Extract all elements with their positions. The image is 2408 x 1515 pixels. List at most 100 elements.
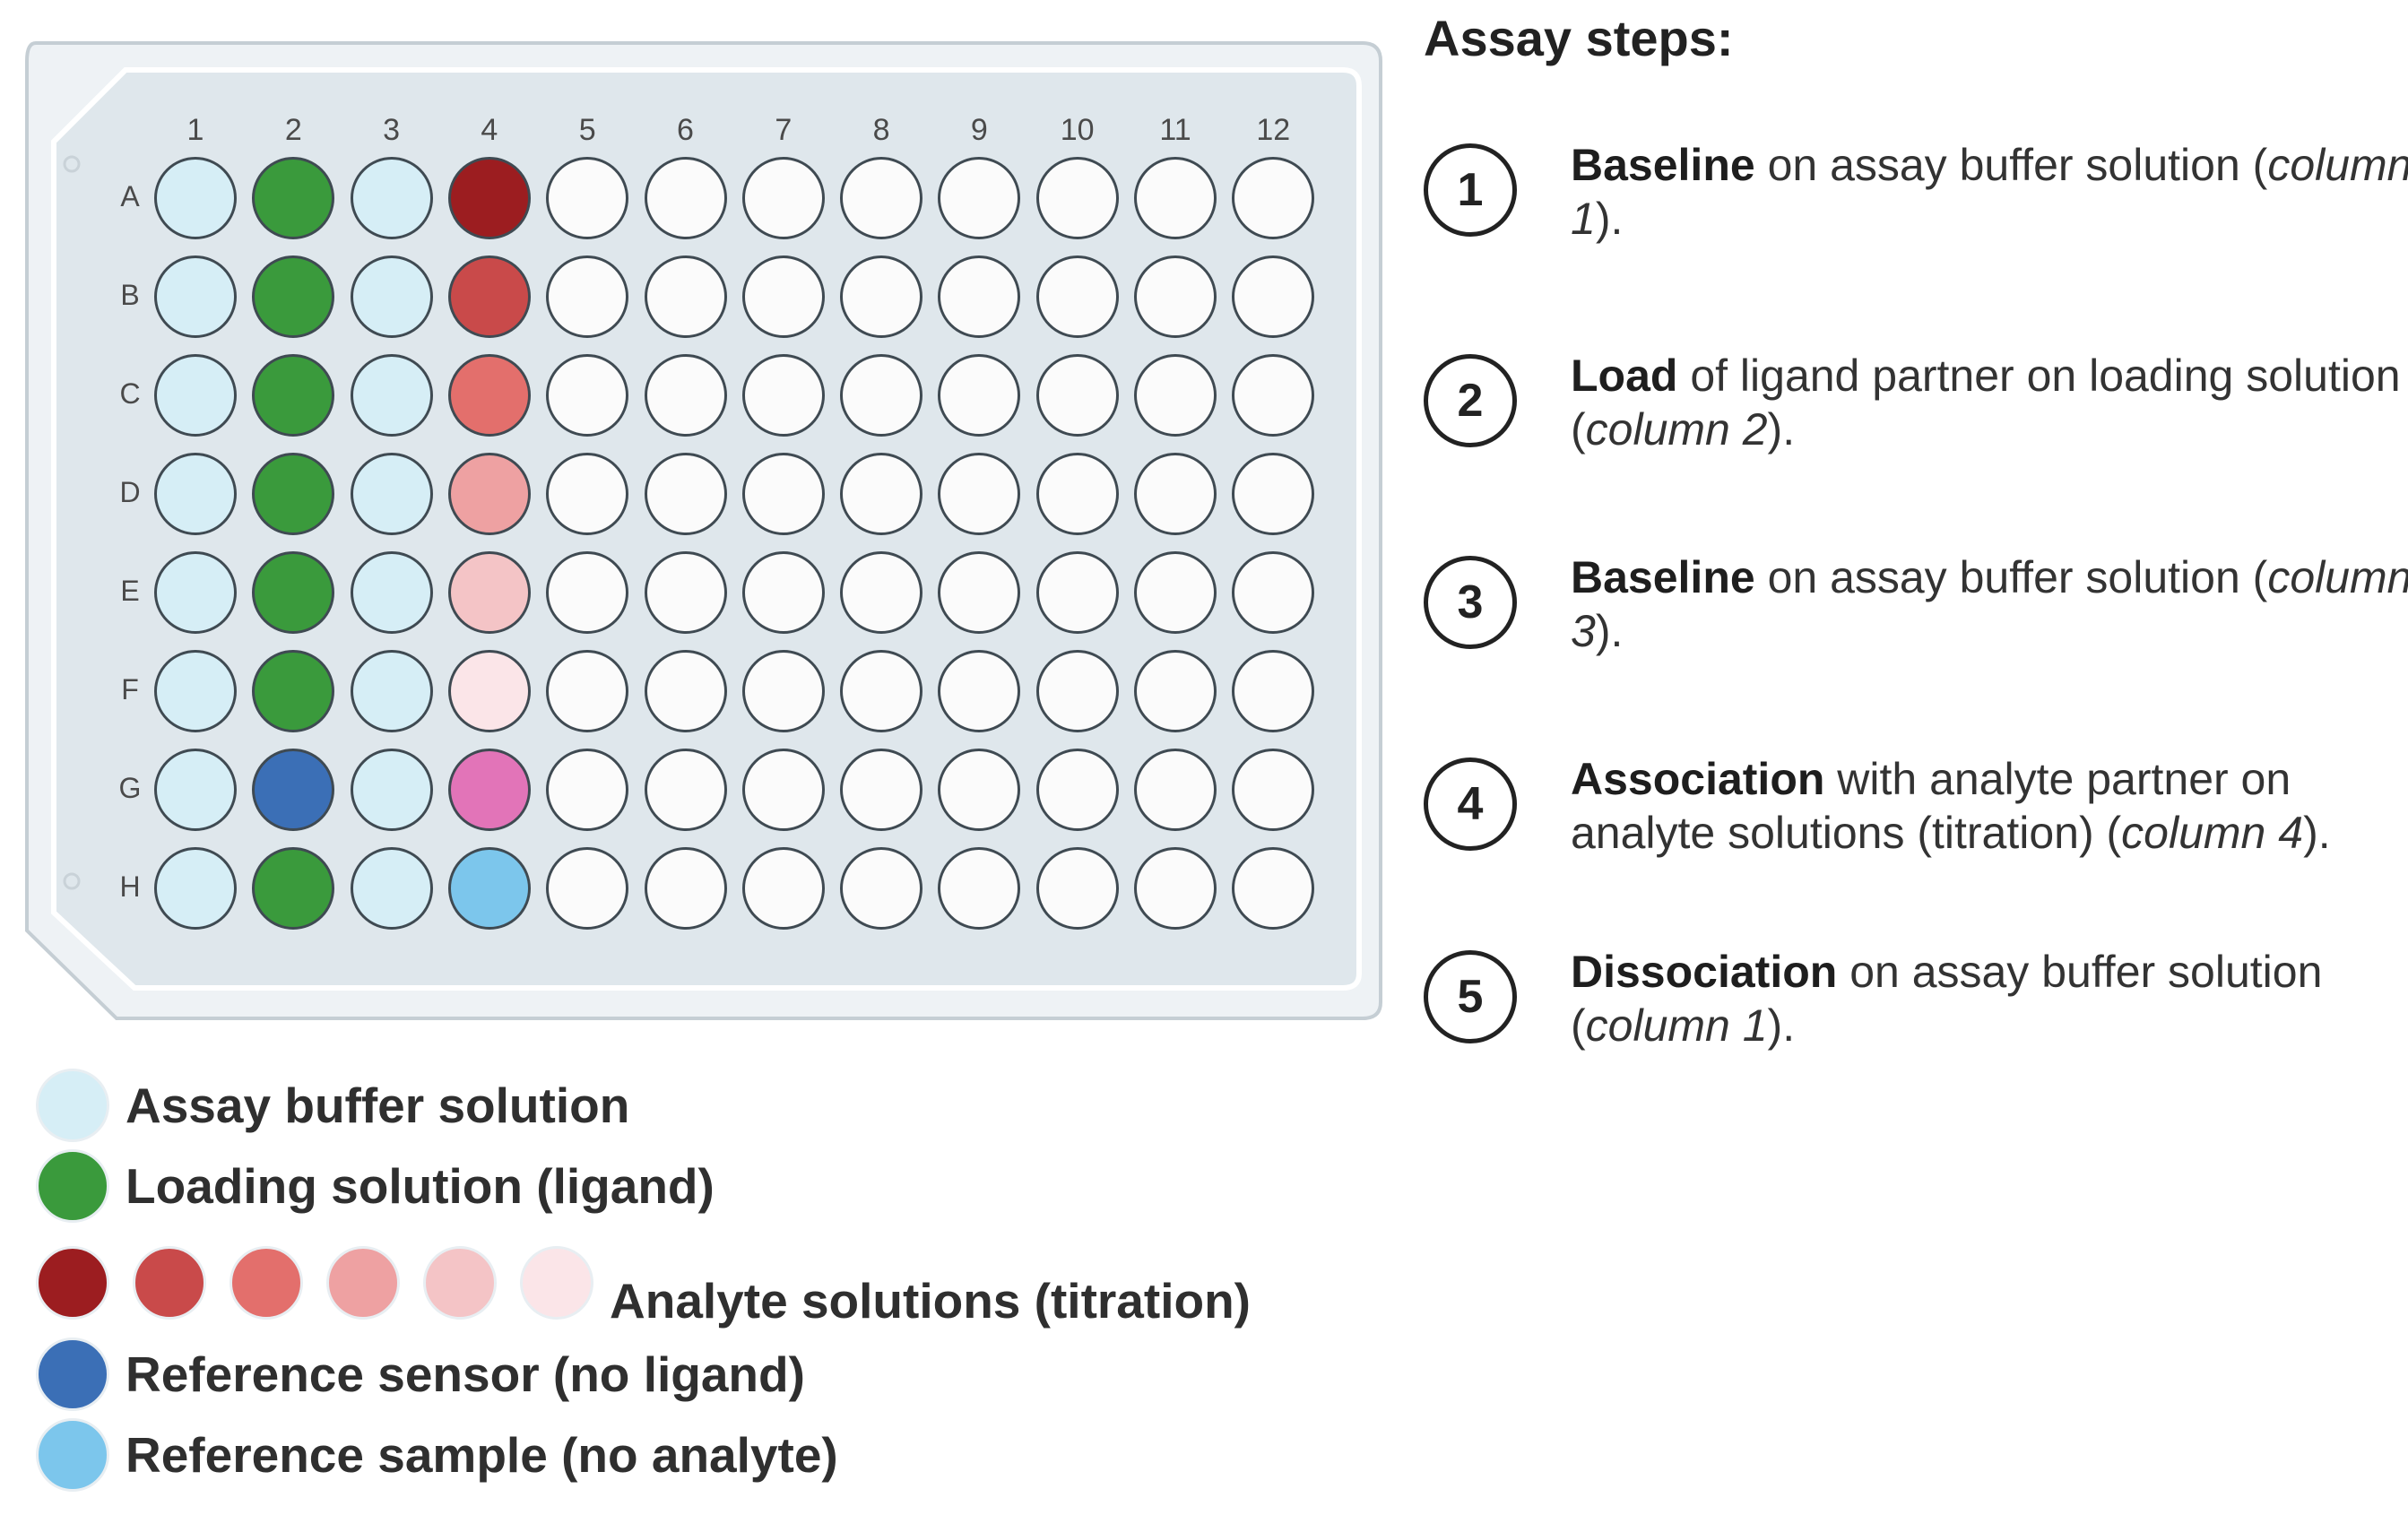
legend-loading: Loading solution (ligand) — [36, 1149, 715, 1230]
column-label: 4 — [481, 113, 498, 147]
well-C7 — [741, 354, 825, 437]
buffer-swatch — [36, 1069, 109, 1142]
well-D10 — [1035, 453, 1119, 535]
well-B1 — [154, 255, 237, 338]
legend-analyte-label: Analyte solutions (titration) — [610, 1273, 1251, 1329]
well-E4 — [447, 551, 531, 634]
well-B4 — [447, 255, 531, 338]
well-H7 — [741, 847, 825, 930]
step-end: ). — [1767, 1000, 1796, 1051]
well-A9 — [938, 157, 1021, 239]
well-G5 — [546, 749, 629, 831]
well-C6 — [644, 354, 727, 437]
step-column-ref: column 3 — [1571, 552, 2408, 656]
well-D2 — [252, 453, 335, 535]
well-A2 — [252, 157, 335, 239]
well-F5 — [546, 650, 629, 732]
column-label: 9 — [970, 113, 988, 147]
well-D9 — [938, 453, 1021, 535]
well-A7 — [741, 157, 825, 239]
row-label: B — [120, 279, 140, 311]
row-label: C — [119, 377, 141, 410]
well-E10 — [1035, 551, 1119, 634]
well-D4 — [447, 453, 531, 535]
step-column-ref: column 4 — [2121, 808, 2304, 858]
well-F7 — [741, 650, 825, 732]
well-C2 — [252, 354, 335, 437]
well-D7 — [741, 453, 825, 535]
well-D8 — [840, 453, 923, 535]
column-label: 6 — [677, 113, 694, 147]
well-G1 — [154, 749, 237, 831]
well-H4 — [447, 847, 531, 930]
analyte-swatch-1 — [36, 1246, 109, 1320]
well-F1 — [154, 650, 237, 732]
step-description: Baseline on assay buffer solution (colum… — [1571, 550, 2408, 658]
row-label: E — [120, 575, 140, 607]
well-E7 — [741, 551, 825, 634]
step-end: ). — [1595, 606, 1624, 656]
well-B11 — [1134, 255, 1217, 338]
step-number-badge: 4 — [1424, 758, 1517, 851]
step-column-ref: column 1 — [1571, 140, 2408, 244]
well-C11 — [1134, 354, 1217, 437]
legend-buffer-label: Assay buffer solution — [126, 1078, 630, 1133]
step-keyword: Load — [1571, 351, 1678, 401]
legend-ref-sample-label: Reference sample (no analyte) — [126, 1427, 838, 1483]
well-G12 — [1232, 749, 1315, 831]
well-G7 — [741, 749, 825, 831]
well-B3 — [350, 255, 433, 338]
well-F11 — [1134, 650, 1217, 732]
row-label: D — [119, 476, 141, 508]
step-description: Association with analyte partner on anal… — [1571, 752, 2408, 860]
legend-ref-sensor-label: Reference sensor (no ligand) — [126, 1346, 805, 1402]
ref-sensor-swatch — [36, 1338, 109, 1411]
well-E3 — [350, 551, 433, 634]
well-H10 — [1035, 847, 1119, 930]
analyte-swatch-6 — [520, 1246, 593, 1320]
well-H8 — [840, 847, 923, 930]
well-E9 — [938, 551, 1021, 634]
well-H6 — [644, 847, 727, 930]
well-F12 — [1232, 650, 1315, 732]
step-description: Dissociation on assay buffer solution (c… — [1571, 945, 2408, 1052]
well-A3 — [350, 157, 433, 239]
column-label: 8 — [872, 113, 890, 147]
well-D3 — [350, 453, 433, 535]
well-G2 — [252, 749, 335, 831]
well-B8 — [840, 255, 923, 338]
well-F10 — [1035, 650, 1119, 732]
well-F2 — [252, 650, 335, 732]
well-A8 — [840, 157, 923, 239]
well-C8 — [840, 354, 923, 437]
step-end: ). — [1767, 404, 1796, 454]
step-number-badge: 5 — [1424, 950, 1517, 1043]
ref-sample-swatch — [36, 1418, 109, 1492]
well-B9 — [938, 255, 1021, 338]
column-label: 1 — [186, 113, 204, 147]
step-keyword: Baseline — [1571, 140, 1755, 190]
legend-ref-sensor: Reference sensor (no ligand) — [36, 1338, 805, 1418]
well-C5 — [546, 354, 629, 437]
well-E6 — [644, 551, 727, 634]
analyte-swatch-4 — [326, 1246, 400, 1320]
steps-title: Assay steps: — [1424, 10, 1734, 66]
well-G9 — [938, 749, 1021, 831]
step-body: on assay buffer solution ( — [1571, 947, 2323, 1051]
well-A10 — [1035, 157, 1119, 239]
row-label: G — [118, 772, 142, 804]
step-number-badge: 3 — [1424, 556, 1517, 649]
well-D11 — [1134, 453, 1217, 535]
well-C1 — [154, 354, 237, 437]
well-G10 — [1035, 749, 1119, 831]
well-A11 — [1134, 157, 1217, 239]
row-label: A — [120, 180, 140, 212]
well-F6 — [644, 650, 727, 732]
well-A5 — [546, 157, 629, 239]
well-E12 — [1232, 551, 1315, 634]
well-E11 — [1134, 551, 1217, 634]
well-C12 — [1232, 354, 1315, 437]
legend-ref-sample: Reference sample (no analyte) — [36, 1418, 838, 1499]
well-E2 — [252, 551, 335, 634]
